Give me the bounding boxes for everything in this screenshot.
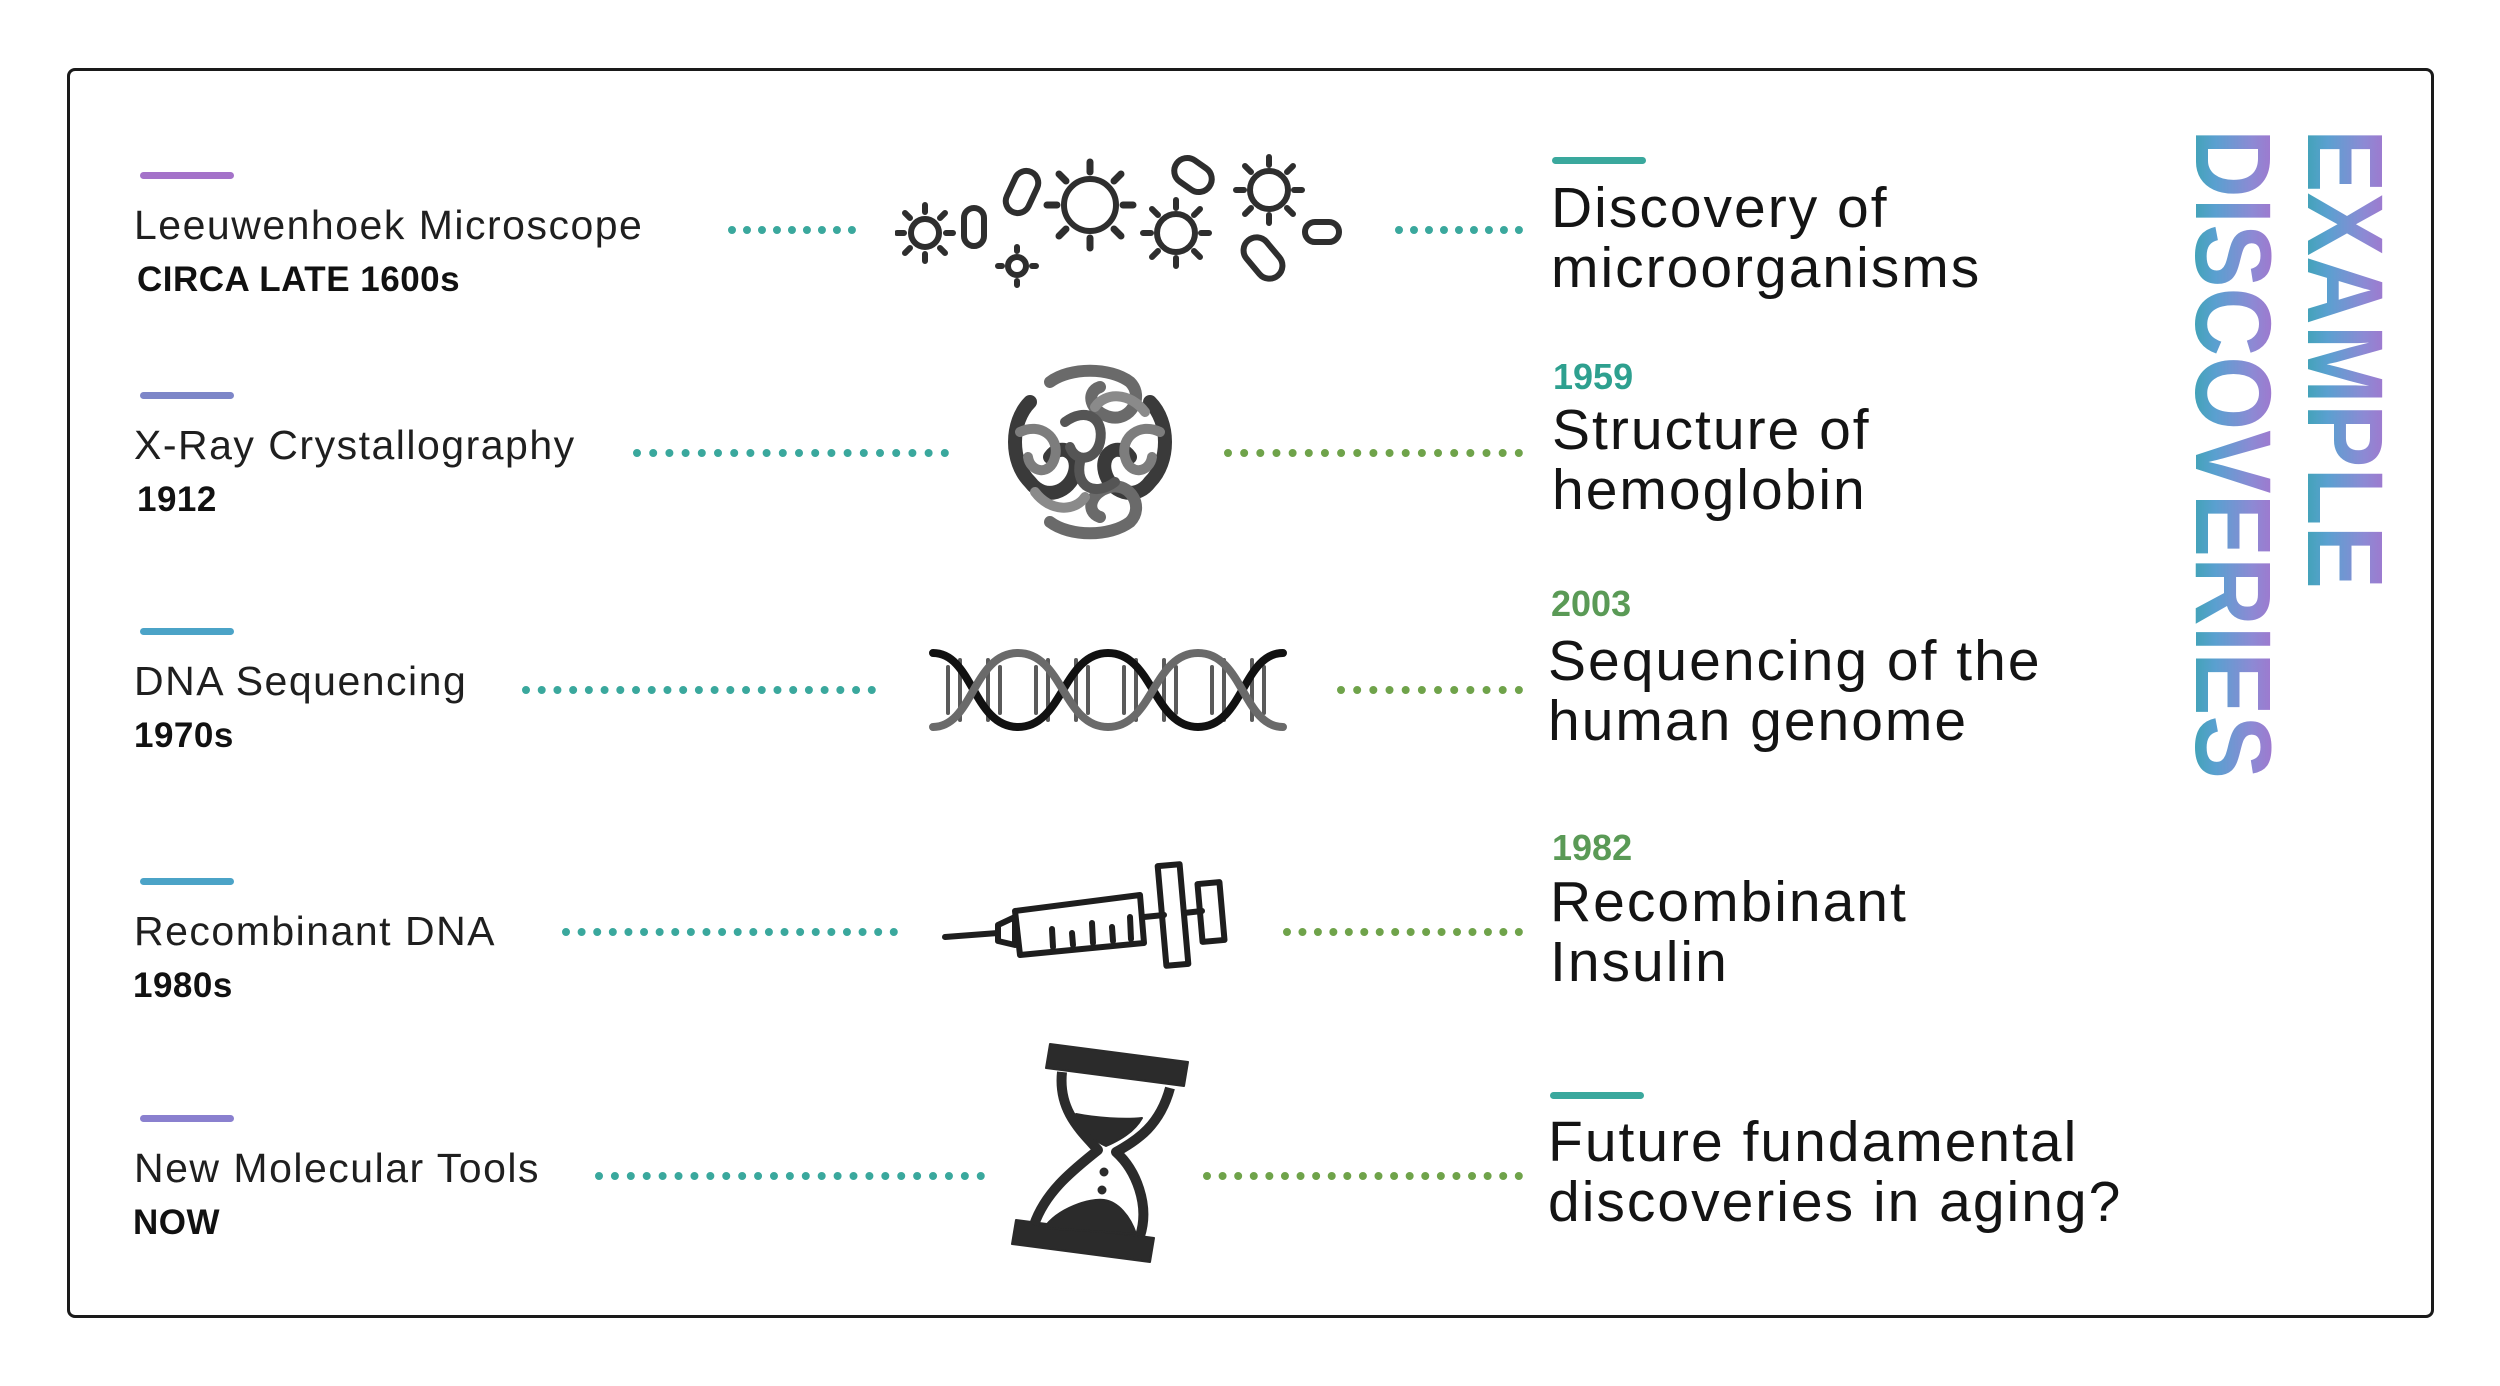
discovery-year: 2003 — [1551, 583, 1632, 624]
discovery-line-2: microorganisms — [1551, 236, 1982, 300]
tool-date: NOW — [133, 1203, 221, 1242]
discovery-year: 1959 — [1553, 356, 1634, 397]
connector-dots-right — [1203, 1172, 1523, 1180]
connector-dots-right — [1224, 449, 1523, 457]
tool-date: 1912 — [137, 480, 217, 519]
tool-date: 1970s — [134, 716, 234, 755]
connector-dots-left — [522, 686, 876, 694]
timeline-row-recombinant-dna: Recombinant DNA 1980s 1982 Recombinant I… — [0, 0, 2500, 1005]
vertical-title: EXAMPLE DISCOVERIES — [2180, 129, 2406, 779]
right-accent-bar — [1550, 1092, 1644, 1099]
discovery-line-1: Discovery of — [1551, 176, 1889, 240]
left-accent-bar — [140, 878, 234, 885]
tool-name: Leeuwenhoek Microscope — [134, 202, 644, 248]
discovery-title: Structure of hemoglobin — [1552, 400, 1871, 520]
hemoglobin-icon — [1008, 364, 1172, 540]
left-accent-bar — [140, 172, 234, 179]
syringe-icon — [942, 861, 1228, 969]
discovery-line-1: Sequencing of the — [1548, 629, 2042, 693]
connector-dots-right — [1337, 686, 1523, 694]
tool-date: 1980s — [133, 966, 233, 1005]
discovery-line-2: human genome — [1548, 689, 1969, 753]
discovery-title: Discovery of microorganisms — [1551, 178, 1981, 298]
connector-dots-left — [633, 449, 949, 457]
connector-dots-left — [595, 1172, 985, 1180]
discovery-title: Future fundamental discoveries in aging? — [1548, 1112, 2122, 1232]
connector-dots-left — [728, 226, 856, 234]
left-accent-bar — [140, 1115, 234, 1122]
discovery-line-2: Insulin — [1550, 930, 1729, 994]
timeline-row-new-tools: New Molecular Tools NOW Future fundament… — [0, 0, 2500, 1263]
tool-name: Recombinant DNA — [134, 908, 497, 954]
left-accent-bar — [140, 628, 234, 635]
tool-name: DNA Sequencing — [134, 658, 468, 704]
diagram-frame — [67, 68, 2434, 1318]
vertical-title-line-2: DISCOVERIES — [2180, 129, 2294, 779]
connector-dots-right — [1283, 928, 1523, 936]
discovery-line-1: Recombinant — [1550, 870, 1908, 934]
vertical-title-line-1: EXAMPLE — [2285, 129, 2406, 589]
discovery-line-2: hemoglobin — [1552, 458, 1867, 522]
discovery-line-1: Future fundamental — [1548, 1110, 2079, 1174]
discovery-line-1: Structure of — [1552, 398, 1871, 462]
hourglass-icon — [1011, 1043, 1189, 1263]
connector-dots-right — [1395, 226, 1523, 234]
timeline-row-dna-sequencing: DNA Sequencing 1970s 2003 Sequencing of … — [0, 0, 2500, 755]
tool-name: New Molecular Tools — [134, 1145, 541, 1191]
tool-name: X-Ray Crystallography — [134, 422, 576, 468]
dna-helix-icon — [929, 648, 1287, 732]
microbes-icon — [895, 154, 1342, 288]
discovery-title: Sequencing of the human genome — [1548, 631, 2042, 751]
timeline-row-xray: X-Ray Crystallography 1912 1959 Structur… — [0, 0, 2500, 540]
discovery-title: Recombinant Insulin — [1550, 872, 1908, 992]
left-accent-bar — [140, 392, 234, 399]
discovery-year: 1982 — [1552, 827, 1633, 868]
connector-dots-left — [562, 928, 898, 936]
discovery-line-2: discoveries in aging? — [1548, 1170, 2123, 1234]
timeline-row-microscope: Leeuwenhoek Microscope CIRCA LATE 1600s — [0, 0, 2500, 299]
right-accent-bar — [1552, 157, 1646, 164]
tool-date: CIRCA LATE 1600s — [137, 260, 461, 299]
